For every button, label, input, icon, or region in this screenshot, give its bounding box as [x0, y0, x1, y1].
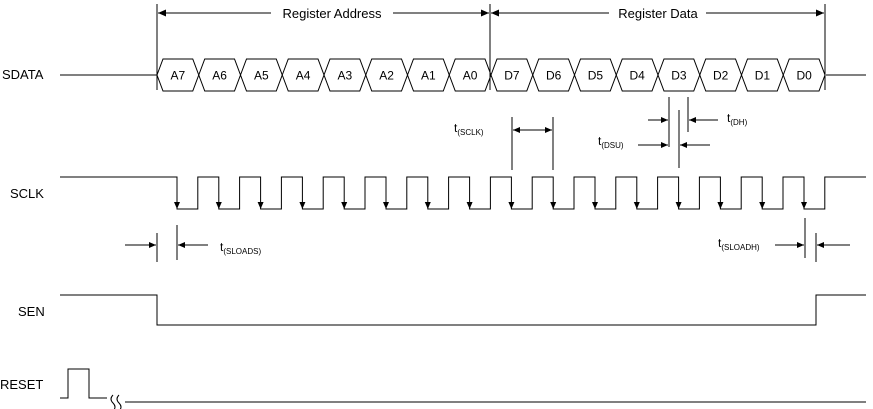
sdata-bit-label: D5 [588, 69, 604, 83]
sdata-bit-label: A6 [212, 69, 227, 83]
sdata-bit-label: A7 [171, 69, 186, 83]
register-data-label: Register Data [618, 6, 698, 21]
arrowhead-right-icon [481, 9, 489, 17]
reset-label: RESET [0, 377, 43, 392]
register-address-label: Register Address [283, 6, 382, 21]
t-sloads-label: t(SLOADS) [220, 240, 261, 256]
t-sclk-marker [511, 117, 554, 170]
sdata-bit-label: D6 [546, 69, 562, 83]
sdata-bit-label: D2 [713, 69, 729, 83]
arrowhead-left-icon [491, 9, 499, 17]
register-address-span [158, 9, 489, 17]
arrowhead-left-icon [158, 9, 166, 17]
sdata-bit-label: D3 [671, 69, 687, 83]
sclk-falling-edge-arrows [174, 202, 807, 209]
sdata-bit-label: D4 [629, 69, 645, 83]
sclk-edge-arrow-icon [383, 202, 389, 209]
sclk-edge-arrow-icon [717, 202, 724, 209]
sdata-bit-label: A5 [254, 69, 269, 83]
sclk-edge-arrow-icon [215, 202, 222, 209]
sdata-bit-cells: A7 A6 A5 A4 A3 A2 A1 A0 D7 D6 D5 D4 D3 D2 D1 D0 [156, 58, 826, 92]
t-sclk-label: t(SCLK) [454, 121, 484, 137]
sclk-label: SCLK [10, 186, 44, 201]
register-data-span [491, 9, 824, 17]
sclk-edge-arrow-icon [633, 202, 640, 209]
sdata-bit-label: A2 [379, 69, 394, 83]
sen-waveform [60, 294, 866, 326]
sclk-edge-arrow-icon [592, 202, 598, 209]
sclk-edge-arrow-icon [174, 202, 180, 209]
sclk-edge-arrow-icon [675, 202, 682, 209]
sdata-bit-label: D0 [796, 69, 812, 83]
t-dsu-label: t(DSU) [598, 134, 624, 150]
sclk-edge-arrow-icon [801, 202, 807, 209]
t-dsu-dh-markers [638, 97, 718, 168]
t-dh-label: t(DH) [727, 111, 748, 127]
sdata-bit-label: A3 [338, 69, 353, 83]
sdata-label: SDATA [2, 67, 44, 82]
sdata-bit-label: A4 [296, 69, 311, 83]
sclk-edge-arrow-icon [424, 202, 431, 209]
sen-label: SEN [18, 304, 45, 319]
sdata-bit-label: A1 [421, 69, 436, 83]
sdata-bit-label: D7 [504, 69, 520, 83]
sclk-edge-arrow-icon [299, 202, 306, 209]
t-sloads-marker [125, 225, 208, 262]
t-sloadh-marker [775, 218, 850, 262]
sclk-edge-arrow-icon [508, 202, 515, 209]
sdata-bit-label: D1 [755, 69, 771, 83]
reset-pulse [60, 368, 107, 399]
sclk-edge-arrow-icon [759, 202, 766, 209]
t-sloadh-label: t(SLOADH) [718, 236, 760, 252]
sdata-bit-label: A0 [463, 69, 478, 83]
sclk-edge-arrow-icon [466, 202, 473, 209]
sdata-bit-cell [782, 58, 826, 92]
sclk-edge-arrow-icon [550, 202, 557, 209]
sclk-edge-arrow-icon [341, 202, 348, 209]
sclk-edge-arrow-icon [257, 202, 264, 209]
sclk-waveform [60, 176, 866, 210]
break-symbol-icon [110, 394, 122, 409]
arrowhead-right-icon [816, 9, 824, 17]
